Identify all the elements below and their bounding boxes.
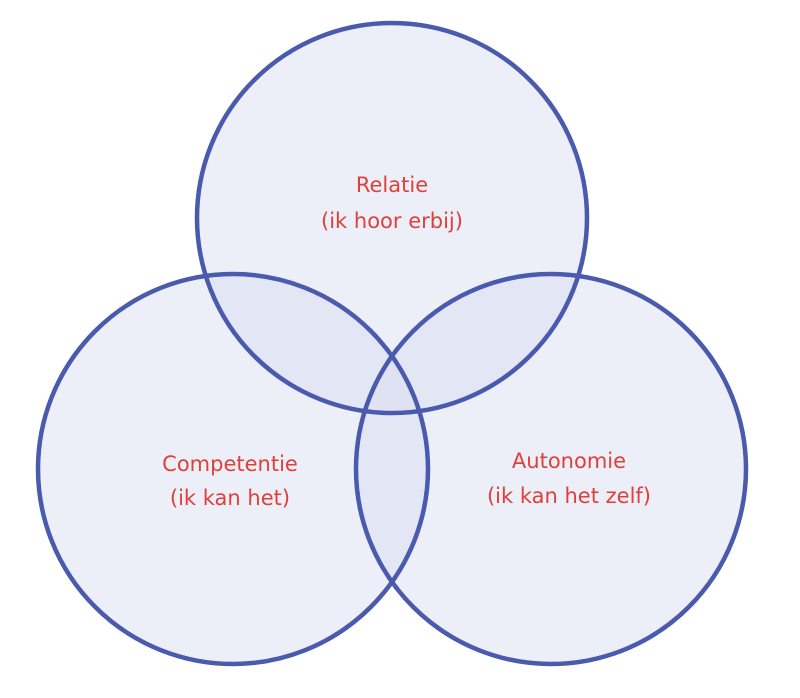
autonomie-circle-fill: [356, 274, 746, 664]
autonomie-title: Autonomie: [512, 449, 626, 473]
relatie-title: Relatie: [356, 173, 428, 197]
competentie-circle-fill: [38, 274, 428, 664]
relatie-subtitle: (ik hoor erbij): [321, 209, 463, 233]
circle-fills: [38, 23, 746, 664]
competentie-title: Competentie: [162, 452, 298, 476]
circle-outlines: [35, 20, 749, 667]
relatie-circle: [194, 20, 590, 416]
competentie-circle: [35, 271, 431, 667]
competentie-subtitle: (ik kan het): [170, 486, 290, 510]
autonomie-circle: [353, 271, 749, 667]
autonomie-subtitle: (ik kan het zelf): [487, 484, 651, 508]
labels: Relatie (ik hoor erbij) Competentie (ik …: [162, 173, 651, 510]
